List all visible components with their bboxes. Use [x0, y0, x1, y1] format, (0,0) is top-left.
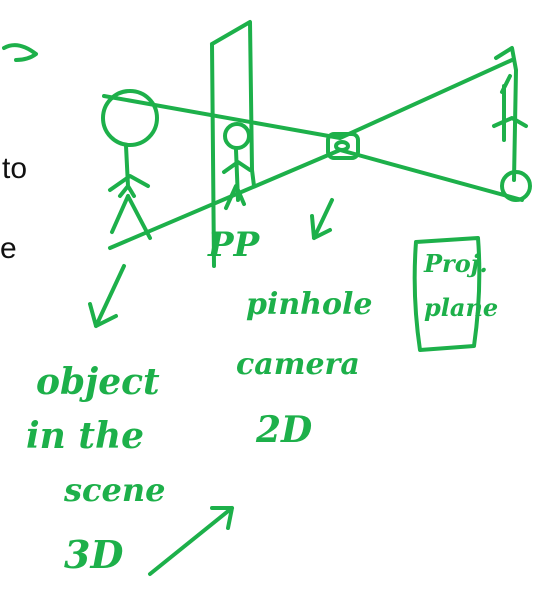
- object-figure-head: [101, 89, 159, 147]
- projection-label-line1: Proj.: [424, 249, 488, 278]
- camera-label: camera: [236, 347, 360, 382]
- pinhole-arrow: [310, 198, 334, 240]
- slide-text-fragment-e: e: [0, 232, 17, 265]
- pinhole-label: pinhole: [246, 287, 373, 322]
- scene-3d-arrow: [148, 506, 234, 576]
- projection-label-line2: plane: [424, 293, 499, 322]
- object-label-line3: scene: [64, 471, 166, 509]
- ray-top: [102, 58, 514, 140]
- slide-text-fragment-to: to: [2, 152, 28, 185]
- corner-arc-stroke: [2, 43, 38, 62]
- pinhole-aperture: [334, 140, 350, 152]
- object-figure-body: [108, 144, 152, 240]
- projection-plane-pp: [210, 20, 256, 268]
- twod-label: 2D: [256, 409, 313, 451]
- projection-image-head: [500, 170, 532, 202]
- pp-label: PP: [208, 225, 260, 265]
- plane-figure-body: [222, 148, 252, 210]
- projection-label-box: [412, 236, 482, 352]
- object-label-line2: in the: [26, 415, 145, 457]
- projection-image-frame: [494, 46, 518, 182]
- pinhole-box: [326, 132, 360, 160]
- plane-figure-head: [223, 122, 251, 150]
- object-arrow: [88, 264, 126, 328]
- projection-image-figure: [492, 74, 528, 142]
- object-label-line1: object: [36, 361, 160, 403]
- threed-label: 3D: [64, 532, 124, 577]
